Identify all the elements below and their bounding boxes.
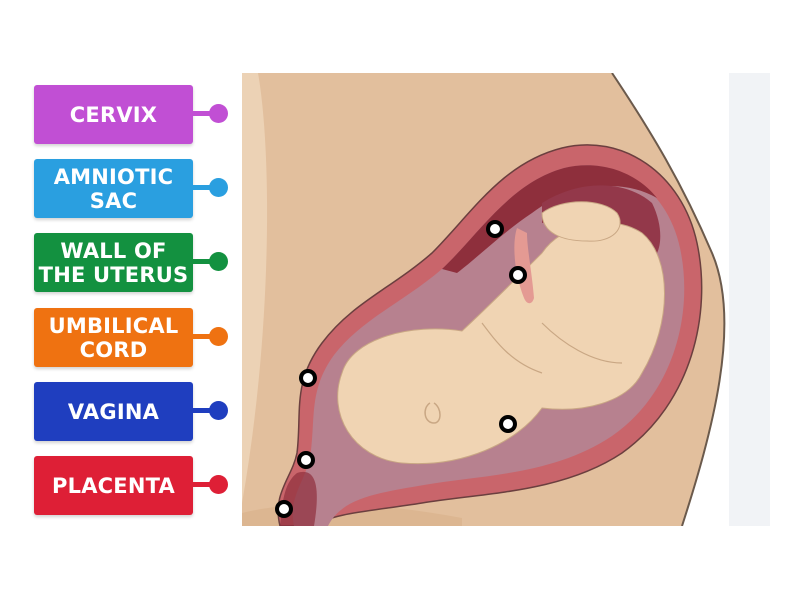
label-connector-handle[interactable] [193, 401, 231, 421]
connector-bar [193, 185, 215, 190]
label-line: PLACENTA [52, 473, 175, 498]
connector-pin-icon[interactable] [209, 475, 228, 494]
label-line: CORD [79, 337, 148, 362]
connector-pin-icon[interactable] [209, 178, 228, 197]
label-placenta[interactable]: PLACENTA [34, 456, 193, 515]
connector-bar [193, 482, 215, 487]
drop-target-hotspot[interactable] [486, 220, 504, 238]
label-line: SAC [89, 188, 138, 213]
drop-target-hotspot[interactable] [299, 369, 317, 387]
connector-pin-icon[interactable] [209, 252, 228, 271]
connector-pin-icon[interactable] [209, 104, 228, 123]
label-connector-handle[interactable] [193, 178, 231, 198]
side-panel-strip [729, 73, 770, 526]
label-text: PLACENTA [52, 474, 175, 498]
label-text: CERVIX [70, 103, 157, 127]
drop-target-hotspot[interactable] [275, 500, 293, 518]
label-line: WALL OF [60, 238, 167, 263]
connector-bar [193, 334, 215, 339]
connector-bar [193, 111, 215, 116]
label-connector-handle[interactable] [193, 104, 231, 124]
connector-bar [193, 408, 215, 413]
label-text: VAGINA [68, 400, 159, 424]
label-line: AMNIOTIC [53, 164, 174, 189]
drop-target-hotspot[interactable] [297, 451, 315, 469]
label-line: UMBILICAL [48, 313, 179, 338]
label-cervix[interactable]: CERVIX [34, 85, 193, 144]
label-line: THE UTERUS [38, 262, 189, 287]
drop-target-hotspot[interactable] [509, 266, 527, 284]
drop-target-hotspot[interactable] [499, 415, 517, 433]
label-vagina[interactable]: VAGINA [34, 382, 193, 441]
pregnancy-diagram-image [242, 73, 729, 526]
label-line: CERVIX [69, 102, 158, 127]
label-line: VAGINA [67, 399, 160, 424]
connector-pin-icon[interactable] [209, 327, 228, 346]
connector-pin-icon[interactable] [209, 401, 228, 420]
uterus-illustration [242, 73, 729, 526]
connector-bar [193, 259, 215, 264]
label-connector-handle[interactable] [193, 327, 231, 347]
label-connector-handle[interactable] [193, 252, 231, 272]
label-connector-handle[interactable] [193, 475, 231, 495]
